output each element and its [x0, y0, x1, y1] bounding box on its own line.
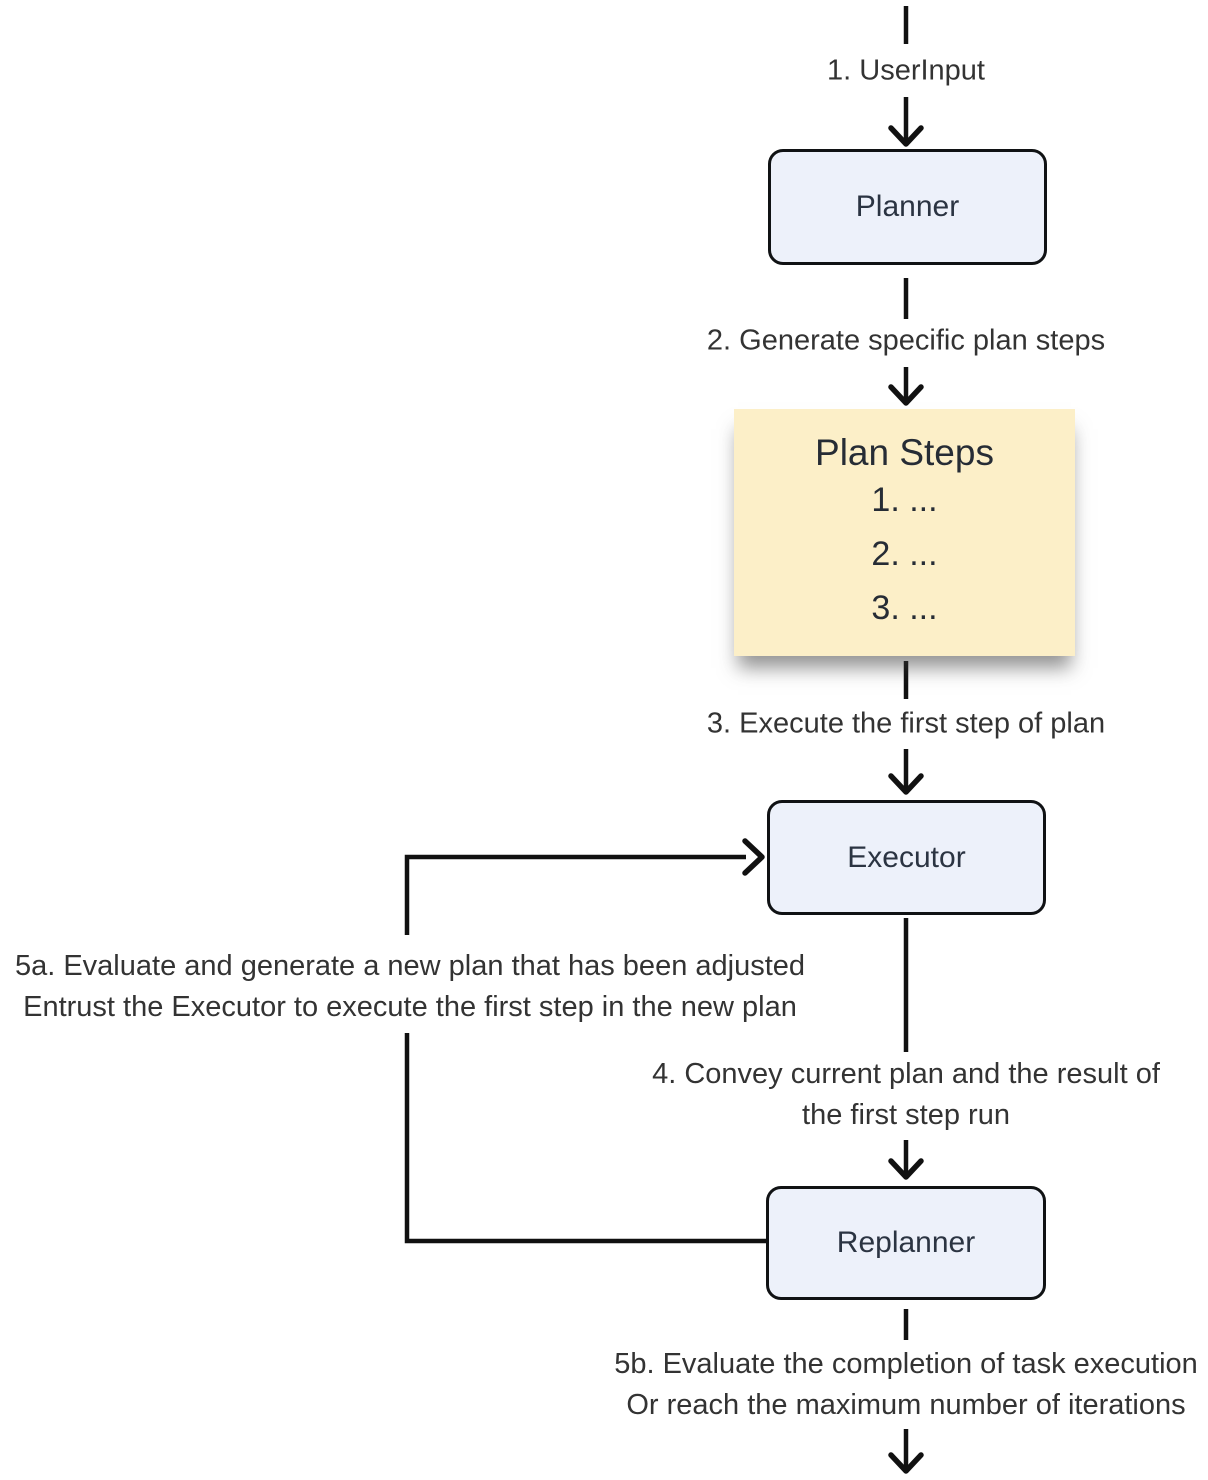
node-planner: Planner — [768, 149, 1047, 265]
edge-label-step3: 3. Execute the first step of plan — [706, 707, 1106, 740]
edge-label-step5b-line1: 5b. Evaluate the completion of task exec… — [614, 1348, 1198, 1380]
edge-replanner-loop-to-executor — [404, 838, 766, 1244]
edge-label-step5b: 5b. Evaluate the completion of task exec… — [614, 1344, 1198, 1426]
node-replanner: Replanner — [766, 1186, 1046, 1300]
edge-executor-to-replanner — [888, 918, 924, 1180]
node-executor: Executor — [767, 800, 1046, 915]
edge-label-step5a: 5a. Evaluate and generate a new plan tha… — [14, 946, 806, 1028]
edge-replanner-to-end — [888, 1309, 924, 1474]
edge-label-step5a-line1: 5a. Evaluate and generate a new plan tha… — [14, 950, 806, 982]
edge-label-step4-line2: the first step run — [802, 1099, 1010, 1131]
edge-label-step5a-line2: Entrust the Executor to execute the firs… — [23, 991, 797, 1023]
edge-userinput-to-planner — [888, 6, 924, 147]
node-replanner-label: Replanner — [836, 1226, 976, 1259]
note-plan-steps: Plan Steps 1. ... 2. ... 3. ... — [734, 409, 1075, 656]
edge-label-step1: 1. UserInput — [827, 54, 985, 87]
note-plan-step-item: 2. ... — [871, 535, 938, 573]
note-plan-steps-title: Plan Steps — [815, 432, 994, 473]
edge-label-step2: 2. Generate specific plan steps — [706, 324, 1106, 357]
edge-planner-to-plansteps — [888, 278, 924, 406]
edge-label-step4: 4. Convey current plan and the result of… — [652, 1054, 1160, 1136]
node-planner-label: Planner — [855, 190, 960, 223]
note-plan-step-item: 1. ... — [871, 481, 938, 519]
node-executor-label: Executor — [847, 840, 966, 874]
note-plan-step-item: 3. ... — [871, 589, 938, 627]
edge-label-step4-line1: 4. Convey current plan and the result of — [652, 1058, 1160, 1090]
edge-plansteps-to-executor — [888, 661, 924, 795]
edge-label-step5b-line2: Or reach the maximum number of iteration… — [626, 1389, 1186, 1421]
